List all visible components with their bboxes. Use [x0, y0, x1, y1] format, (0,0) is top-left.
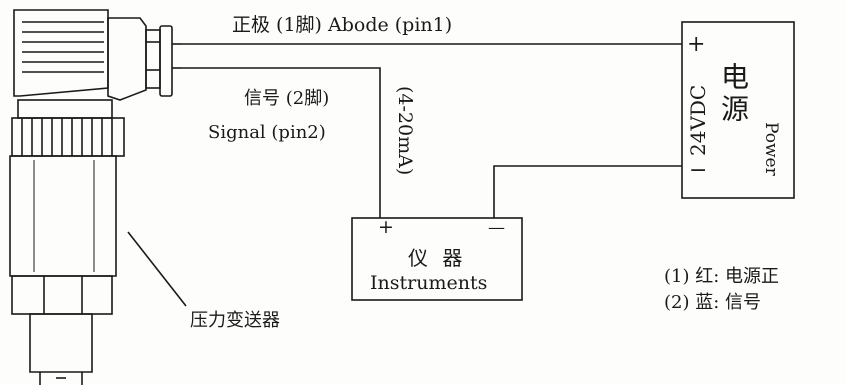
instrument-minus-sign: — [488, 218, 505, 238]
legend-item-text: 蓝: 信号 [695, 292, 762, 313]
legend-item: (2) 蓝: 信号 [664, 294, 761, 312]
transmitter-leader-line [127, 231, 187, 307]
power-plus-sign: + [687, 32, 706, 57]
wire-instrument-to-power-negative [493, 165, 682, 218]
instrument-box [351, 217, 523, 301]
legend-item-number: (1) [664, 266, 690, 287]
current-range-label: (4-20mA) [394, 86, 416, 176]
wire-pin2-signal [182, 67, 381, 218]
legend-item-number: (2) [664, 292, 690, 313]
transmitter-label: 压力变送器 [190, 310, 280, 331]
power-voltage-label: 24VDC [686, 84, 710, 156]
transmitter-hex-nut [11, 275, 113, 315]
transmitter-connector [107, 17, 147, 101]
signal-label-cn: 信号 (2脚) [244, 88, 330, 109]
power-minus-sign: − [689, 158, 708, 183]
transmitter-barrel [9, 155, 117, 277]
cable-gland-nut [159, 25, 173, 97]
instrument-label-cn: 仪 器 [408, 246, 467, 270]
power-supply-box [681, 21, 795, 199]
transmitter-knurled-ring [11, 117, 125, 157]
transmitter-head [13, 9, 109, 97]
transmitter-neck [17, 99, 113, 119]
signal-label-en: Signal (pin2) [208, 122, 326, 143]
instrument-plus-sign: + [378, 216, 394, 238]
transmitter-port [29, 313, 93, 373]
power-label-cn: 电源 [717, 62, 750, 126]
legend-item: (1) 红: 电源正 [664, 268, 779, 286]
instrument-label-en: Instruments [370, 272, 488, 294]
pressure-transmitter [9, 9, 182, 385]
transmitter-head-ribs [22, 21, 104, 73]
knurl-lines [21, 118, 113, 156]
cable-gland [145, 29, 161, 89]
power-label-en: Power [761, 122, 781, 176]
legend-item-text: 红: 电源正 [695, 266, 780, 287]
pin1-label: 正极 (1脚) Abode (pin1) [232, 14, 453, 36]
